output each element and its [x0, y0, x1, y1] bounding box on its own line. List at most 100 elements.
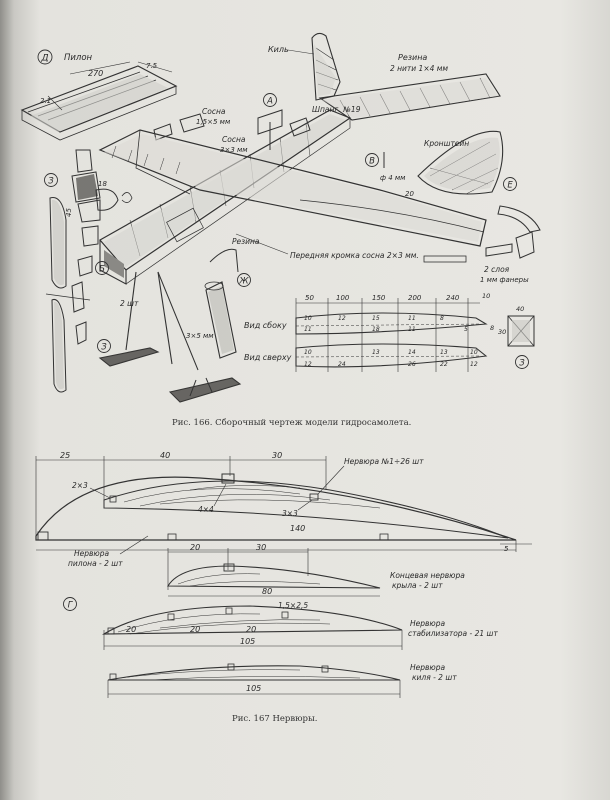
g-letter: Г: [68, 601, 74, 611]
spar-4x4: 4×4: [198, 505, 214, 514]
two-pcs-label: 2 шт: [120, 299, 139, 308]
top-view-label: Вид сверху: [244, 353, 292, 362]
fig167-caption: Рис. 167 Нервюры.: [232, 714, 318, 724]
side-up-2: 12: [338, 315, 346, 322]
d-letter: Д: [40, 54, 48, 64]
top-low-5: 12: [470, 361, 478, 368]
main-rib-dim-40: 40: [160, 451, 170, 460]
rubber-zh-label: Резина: [232, 237, 260, 246]
fin-rib-line1: Нервюра: [410, 663, 446, 672]
side-low-1: 11: [304, 326, 312, 333]
side-low-4: 5: [464, 326, 468, 333]
side-low-3: 11: [408, 326, 416, 333]
spar-2x3: 2×3: [72, 481, 88, 490]
v-letter: В: [369, 157, 375, 167]
stab-rib-spar: 1,5×2,5: [278, 601, 308, 610]
pine-15x5-line1: Сосна: [202, 107, 226, 116]
top-up-3: 14: [408, 349, 416, 356]
zh-letter: Ж: [238, 277, 249, 287]
stab-rib-dim-1: 20: [126, 625, 136, 634]
a-circle-marker: [263, 93, 277, 107]
tip-piece-2: [515, 231, 535, 259]
main-rib-label: Нервюра №1÷26 шт: [344, 457, 424, 466]
side-up-4: 11: [408, 315, 416, 322]
main-rib-dim-30: 30: [272, 451, 282, 460]
stab-rib-line1: Нервюра: [410, 619, 446, 628]
e-circle-marker: [503, 177, 517, 191]
tip-rib-line2: крыла - 2 шт: [392, 581, 443, 590]
top-low-1: 12: [304, 361, 312, 368]
top-up-2: 13: [372, 349, 380, 356]
strip-plywood: [423, 255, 467, 263]
front-section-a: [257, 109, 283, 150]
view-end-dim: 10: [482, 292, 490, 300]
stab-rib-line2: стабилизатора - 21 шт: [408, 629, 498, 638]
a-letter: А: [266, 97, 273, 107]
strut-zh: [204, 248, 239, 359]
top-up-1: 10: [304, 349, 312, 356]
tip-rib-drawing: [167, 548, 381, 597]
main-rib-drawing: [35, 456, 532, 552]
spar-3x3: 3×3: [282, 509, 298, 518]
dim-18: 18: [98, 180, 107, 188]
propeller-drawing: [45, 196, 91, 393]
side-view-label: Вид сбоку: [244, 321, 287, 330]
pylon-dim-75: 7.5: [146, 62, 158, 70]
dim-45: 45: [65, 208, 73, 217]
top-up-4: 13: [440, 349, 448, 356]
main-rib-dim-25: 25: [60, 451, 70, 460]
fin-drawing: [311, 32, 341, 101]
pylon-dim-21: 2.1: [40, 97, 51, 105]
phi4-label: ф 4 мм: [380, 174, 406, 182]
tip-piece-1: [497, 205, 541, 233]
z-letter-2: З: [101, 343, 107, 353]
z-circle-1-marker: [44, 173, 58, 187]
e-letter: Е: [507, 181, 513, 191]
side-up-3: 15: [372, 315, 380, 322]
strut-right: [289, 117, 311, 137]
strut-small: [153, 123, 173, 141]
zh-circle-marker: [237, 273, 251, 287]
view-dim-240: 240: [446, 294, 460, 302]
stabilizer-drawing: [318, 73, 501, 121]
brackets-label: Кронштейн: [424, 139, 469, 148]
b-letter: Б: [99, 265, 105, 275]
stab-rib-dim-2: 20: [190, 625, 200, 634]
fin-rib-line2: киля - 2 шт: [412, 673, 457, 682]
layers-line2: 1 мм фанеры: [480, 276, 529, 284]
v-circle-marker: [365, 153, 379, 167]
fin-rib-length: 105: [246, 684, 261, 693]
pylon-dim-270: 270: [88, 69, 103, 78]
layers-line1: 2 слоя: [484, 265, 510, 274]
z-circle-3-marker: [515, 355, 529, 369]
rubber-top-line1: Резина: [398, 53, 427, 62]
main-wing-drawing: [98, 129, 487, 247]
tip-piece-3: [485, 243, 513, 257]
fig166-caption: Рис. 166. Сборочный чертеж модели гидрос…: [172, 418, 412, 428]
right-dim-8: 8: [490, 324, 494, 332]
pylon-rib-line2: пилона - 2 шт: [68, 559, 123, 568]
dim-20-top: 20: [405, 190, 414, 198]
small-parts: [71, 281, 87, 345]
pylon-drawing: [20, 61, 178, 141]
strut-15x5: [179, 113, 205, 133]
stab-rib-dim-3: 20: [246, 625, 256, 634]
top-low-2: 24: [338, 361, 346, 368]
sect-40: 40: [516, 305, 524, 313]
sect-30: 30: [498, 328, 506, 336]
g-circle-marker: [63, 597, 77, 611]
stab-rib-drawing: [101, 605, 403, 650]
d-circle-marker: [37, 49, 53, 65]
size-35-label: 3×5 мм: [186, 332, 214, 340]
float-struts: [98, 271, 242, 403]
tip-rib-length: 80: [262, 587, 272, 596]
main-rib-length: 140: [290, 524, 305, 533]
wing-tip-e: [417, 130, 504, 195]
rubber-top-line2: 2 нити 1×4 мм: [390, 64, 448, 73]
top-up-5: 10: [470, 349, 478, 356]
fuselage-views: [295, 298, 488, 372]
view-dim-50: 50: [305, 294, 314, 302]
view-dim-150: 150: [372, 294, 386, 302]
